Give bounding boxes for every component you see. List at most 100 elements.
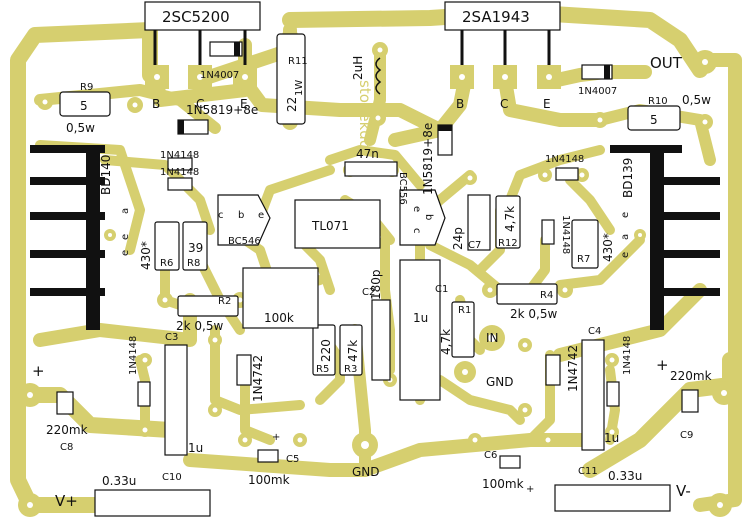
label-c6-ref: C6 <box>484 450 497 461</box>
pad-generic <box>538 168 552 182</box>
watermark: stonekdd <box>356 80 374 149</box>
pad-vplus <box>18 493 42 517</box>
label-r9-value: 5 <box>80 99 88 113</box>
label-c2-value: 180p <box>369 269 383 300</box>
c47n-body <box>344 161 398 177</box>
label-c7-value: 24p <box>451 227 465 250</box>
trimmer-body <box>242 267 319 329</box>
label-r9-power: 0,5w <box>66 121 95 135</box>
c033-left-body <box>94 489 211 517</box>
label-q1-pin-b: B <box>152 97 160 111</box>
label-2sa1943: 2SA1943 <box>462 8 530 26</box>
pad-generic <box>605 353 619 367</box>
label-c033-right: 0.33u <box>608 469 642 483</box>
label-q2-pin-c: C <box>500 97 508 111</box>
r9-body <box>59 91 111 117</box>
label-bc546-pin-b: b <box>238 210 244 221</box>
label-r8-ref: R8 <box>187 258 200 269</box>
c4-body <box>581 339 605 451</box>
label-bc556: BC556 <box>397 172 408 205</box>
label-bd140-pin-3: e <box>120 250 131 256</box>
z-1n4742-left-body <box>236 354 252 386</box>
label-r11-power: 1W <box>294 80 305 96</box>
label-c5-value: 100mk <box>248 473 290 487</box>
label-bd139-pin-3: e <box>620 252 631 258</box>
label-q1-pin-c: C <box>196 97 204 111</box>
c7-body <box>467 194 491 251</box>
pad-q1-b <box>145 65 169 89</box>
label-r11-ref: R11 <box>288 56 308 67</box>
pad-q2-b <box>450 65 474 89</box>
label-c033-left: 0.33u <box>102 474 136 488</box>
label-r11-value: 22 <box>285 97 299 112</box>
pad-generic <box>482 282 498 298</box>
pads <box>18 28 736 517</box>
pad-q2-c <box>493 65 517 89</box>
label-c1-ref: C1 <box>435 284 448 295</box>
pad-generic <box>518 338 532 352</box>
label-r10-value: 5 <box>650 113 658 127</box>
pad-generic <box>605 425 619 439</box>
label-c3-ref: C3 <box>165 332 178 343</box>
label-1n4007-right: 1N4007 <box>578 86 617 97</box>
c2-body <box>371 299 391 381</box>
d-1n4148-a-body <box>167 157 193 171</box>
label-trimmer: 100k <box>264 311 294 325</box>
label-bc546: BC546 <box>228 236 261 247</box>
pad-q1-c <box>188 65 212 89</box>
pad-generic <box>634 229 646 241</box>
label-1n4148-d: 1N4148 <box>560 215 571 254</box>
label-c8-value: 220mk <box>46 423 88 437</box>
label-r6-value: 430* <box>139 241 153 270</box>
pad-generic <box>293 433 307 447</box>
q-2sa1943-body <box>444 1 561 31</box>
label-plus-right: + <box>656 356 669 374</box>
label-vminus: V- <box>676 482 691 500</box>
r7-body <box>571 219 599 269</box>
label-q2-pin-e: E <box>543 97 551 111</box>
r4-body <box>496 283 558 305</box>
pad-plus-right <box>712 381 736 405</box>
label-c11-ref: C11 <box>578 466 598 477</box>
label-bd139-pin-1: e <box>620 212 631 218</box>
label-c2-ref: C2 <box>362 287 375 298</box>
r8-body <box>182 221 208 271</box>
label-c9-value: 220mk <box>670 369 712 383</box>
label-r2-value: 2k 0,5w <box>176 319 223 333</box>
label-1n4742-right: 1N4742 <box>566 345 580 392</box>
label-1n4148-b: 1N4148 <box>160 167 199 178</box>
q-bc546-body <box>217 194 271 246</box>
inductor-coil <box>375 57 382 95</box>
pad-generic <box>468 433 482 447</box>
label-r10-power: 0,5w <box>682 93 711 107</box>
label-bc556-pin-e: e <box>411 206 422 212</box>
label-c10-value: 1u <box>188 441 203 455</box>
r11-body <box>276 33 306 125</box>
pad-generic <box>370 110 386 126</box>
label-2sc5200: 2SC5200 <box>162 8 230 26</box>
pad-generic <box>463 171 477 185</box>
label-r12-value: 4,7k <box>503 206 517 232</box>
label-1n5819-right: 1N5819+8e <box>421 123 435 195</box>
z-1n4742-right-body <box>545 354 561 386</box>
label-q2-pin-b: B <box>456 97 464 111</box>
label-1n4007-left: 1N4007 <box>200 70 239 81</box>
label-c6-value: 100mk <box>482 477 524 491</box>
r10-body <box>627 105 681 131</box>
label-r6-ref: R6 <box>160 258 173 269</box>
pad-generic <box>138 353 152 367</box>
label-r3-ref: R3 <box>344 364 357 375</box>
label-r4-ref: R4 <box>540 290 553 301</box>
label-r3-value: 47k <box>346 340 360 362</box>
pad-generic <box>37 94 53 110</box>
label-r4-value: 2k 0,5w <box>510 307 557 321</box>
pad-generic <box>104 229 116 241</box>
label-plus-left: + <box>32 362 45 380</box>
label-r2-ref: R2 <box>218 296 231 307</box>
label-bd140-pin-2: e <box>120 234 131 240</box>
component-outlines <box>56 1 699 517</box>
label-c11-value: 1u <box>604 431 619 445</box>
label-bc556-pin-b: b <box>423 214 434 220</box>
label-c4-ref: C4 <box>588 326 601 337</box>
